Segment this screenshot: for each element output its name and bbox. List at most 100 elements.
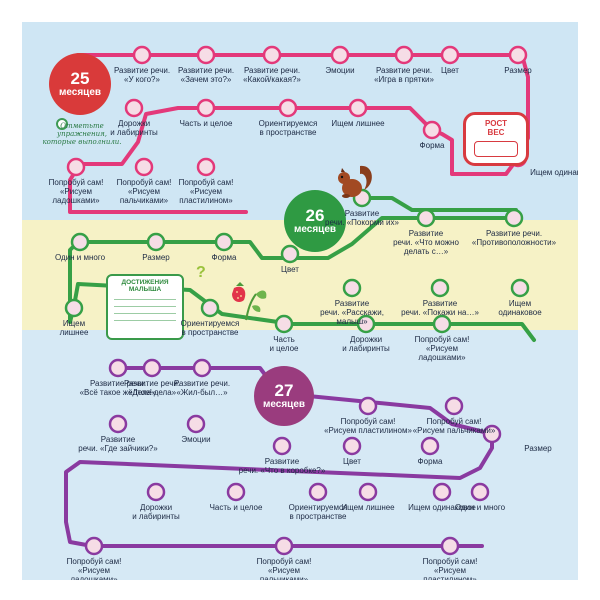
station-label: Форма bbox=[419, 141, 445, 150]
station-checkbox[interactable] bbox=[124, 98, 144, 118]
station-checkbox[interactable] bbox=[432, 482, 452, 502]
station-label: Ищем лишнее bbox=[341, 503, 395, 512]
station-checkbox[interactable] bbox=[146, 232, 166, 252]
station-label: Попробуй сам! «Рисуем ладошками» bbox=[48, 178, 104, 205]
station-checkbox[interactable] bbox=[70, 232, 90, 252]
station-checkbox[interactable] bbox=[330, 45, 350, 65]
station-label: Развитие речи. «Где зайчики?» bbox=[78, 435, 158, 453]
station-checkbox[interactable] bbox=[226, 482, 246, 502]
station-label: Развитие речи. «Жил-был…» bbox=[173, 379, 231, 397]
month-27-number: 27 bbox=[274, 381, 294, 400]
station-label: Развитие речи. «У кого?» bbox=[113, 66, 171, 84]
station-label: Развитие речи. «Всё такое жёлтое!» bbox=[79, 379, 157, 397]
station-checkbox[interactable] bbox=[422, 120, 442, 140]
station-checkbox[interactable] bbox=[66, 157, 86, 177]
station-checkbox[interactable] bbox=[358, 396, 378, 416]
station-label: Дорожки и лабиринты bbox=[342, 335, 390, 353]
station-checkbox[interactable] bbox=[278, 98, 298, 118]
station-checkbox[interactable] bbox=[308, 482, 328, 502]
station-label: Форма bbox=[417, 457, 443, 466]
station-checkbox[interactable] bbox=[342, 436, 362, 456]
achievements-title: ДОСТИЖЕНИЯ МАЛЫША bbox=[121, 279, 169, 293]
station-checkbox[interactable] bbox=[348, 98, 368, 118]
station-checkbox[interactable] bbox=[274, 536, 294, 556]
station-label: Часть и целое bbox=[209, 503, 263, 512]
station-label: Ориентируемся в пространстве bbox=[180, 319, 240, 337]
station-checkbox[interactable] bbox=[214, 232, 234, 252]
station-checkbox[interactable] bbox=[444, 396, 464, 416]
instruction-note: Отметьте упражнения, которые выполнили. bbox=[42, 122, 122, 146]
station-label: Ищем одинаковое bbox=[498, 299, 542, 317]
station-checkbox[interactable] bbox=[430, 278, 450, 298]
station-checkbox[interactable] bbox=[196, 45, 216, 65]
station-checkbox[interactable] bbox=[272, 436, 292, 456]
station-checkbox[interactable] bbox=[262, 45, 282, 65]
station-checkbox[interactable] bbox=[342, 278, 362, 298]
station-checkbox[interactable] bbox=[196, 157, 216, 177]
station-checkbox[interactable] bbox=[440, 45, 460, 65]
strawberry-icon bbox=[232, 282, 267, 321]
station-checkbox[interactable] bbox=[416, 208, 436, 228]
month-27-unit: месяцев bbox=[262, 399, 306, 410]
station-label: Попробуй сам! «Рисуем ладошками» bbox=[66, 557, 122, 580]
station-checkbox[interactable] bbox=[196, 98, 216, 118]
station-checkbox[interactable] bbox=[470, 482, 490, 502]
station-checkbox[interactable] bbox=[432, 314, 452, 334]
station-label: Развитие речи. «Покорми их» bbox=[325, 209, 399, 227]
station-label: Цвет bbox=[281, 265, 299, 274]
station-checkbox[interactable] bbox=[132, 45, 152, 65]
station-label: Попробуй сам! «Рисуем пластилином» bbox=[422, 557, 478, 580]
station-label: Размер bbox=[142, 253, 170, 262]
station-checkbox[interactable] bbox=[280, 244, 300, 264]
station-checkbox[interactable] bbox=[84, 536, 104, 556]
height-weight-field[interactable] bbox=[474, 141, 518, 157]
station-label: Ищем одинаковое bbox=[530, 168, 578, 177]
station-checkbox[interactable] bbox=[508, 45, 528, 65]
station-label: Попробуй сам! «Рисуем пальчиками» bbox=[256, 557, 312, 580]
station-label: Размер bbox=[524, 444, 552, 453]
station-label: Попробуй сам! «Рисуем пальчиками» bbox=[116, 178, 172, 205]
station-checkbox[interactable] bbox=[146, 482, 166, 502]
station-checkbox[interactable] bbox=[142, 358, 162, 378]
station-label: Попробуй сам! «Рисуем пластилином» bbox=[324, 417, 412, 435]
question-mark-icon: ? bbox=[196, 264, 206, 281]
page-background: 25 месяцев 26 месяцев 27 месяцев Отметьт… bbox=[22, 22, 578, 580]
route-map bbox=[64, 45, 536, 556]
station-checkbox[interactable] bbox=[108, 358, 128, 378]
achievements-line[interactable] bbox=[114, 320, 176, 321]
achievements-card[interactable]: ДОСТИЖЕНИЯ МАЛЫША bbox=[106, 274, 184, 340]
station-checkbox[interactable] bbox=[394, 45, 414, 65]
station-checkbox[interactable] bbox=[134, 157, 154, 177]
station-label: Развитие речи. «Игра в прятки» bbox=[374, 66, 434, 84]
achievements-line[interactable] bbox=[114, 306, 176, 307]
month-25-number: 25 bbox=[70, 69, 90, 88]
station-label: Дорожки и лабиринты bbox=[110, 119, 158, 137]
station-checkbox[interactable] bbox=[108, 414, 128, 434]
station-label: Развитие речи. «Зачем это?» bbox=[177, 66, 235, 84]
station-checkbox[interactable] bbox=[64, 298, 84, 318]
station-checkbox[interactable] bbox=[274, 314, 294, 334]
station-checkbox[interactable] bbox=[482, 424, 502, 444]
station-label: Цвет bbox=[343, 457, 361, 466]
station-label: Развитие речи. «Противоположности» bbox=[471, 229, 557, 247]
station-label: Эмоции bbox=[181, 435, 211, 444]
height-weight-card[interactable]: РОСТ ВЕС bbox=[463, 112, 529, 166]
station-checkbox[interactable] bbox=[356, 314, 376, 334]
station-checkbox[interactable] bbox=[358, 482, 378, 502]
station-checkbox[interactable] bbox=[504, 208, 524, 228]
station-label: Развитие речи. «Расскажи, малыш» bbox=[320, 299, 384, 326]
station-checkbox[interactable] bbox=[192, 358, 212, 378]
squirrel-icon bbox=[338, 165, 372, 198]
month-26-number: 26 bbox=[305, 206, 325, 225]
station-checkbox[interactable] bbox=[420, 436, 440, 456]
achievements-line[interactable] bbox=[114, 299, 176, 300]
station-checkbox[interactable] bbox=[510, 278, 530, 298]
station-checkbox[interactable] bbox=[440, 536, 460, 556]
achievements-line[interactable] bbox=[114, 313, 176, 314]
station-label: Попробуй сам! «Рисуем пластилином» bbox=[178, 178, 234, 205]
note-example-circle bbox=[56, 118, 68, 130]
station-checkbox[interactable] bbox=[200, 298, 220, 318]
station-checkbox[interactable] bbox=[186, 414, 206, 434]
station-label: Попробуй сам! «Рисуем ладошками» bbox=[414, 335, 470, 362]
station-label: Дорожки и лабиринты bbox=[132, 503, 180, 521]
